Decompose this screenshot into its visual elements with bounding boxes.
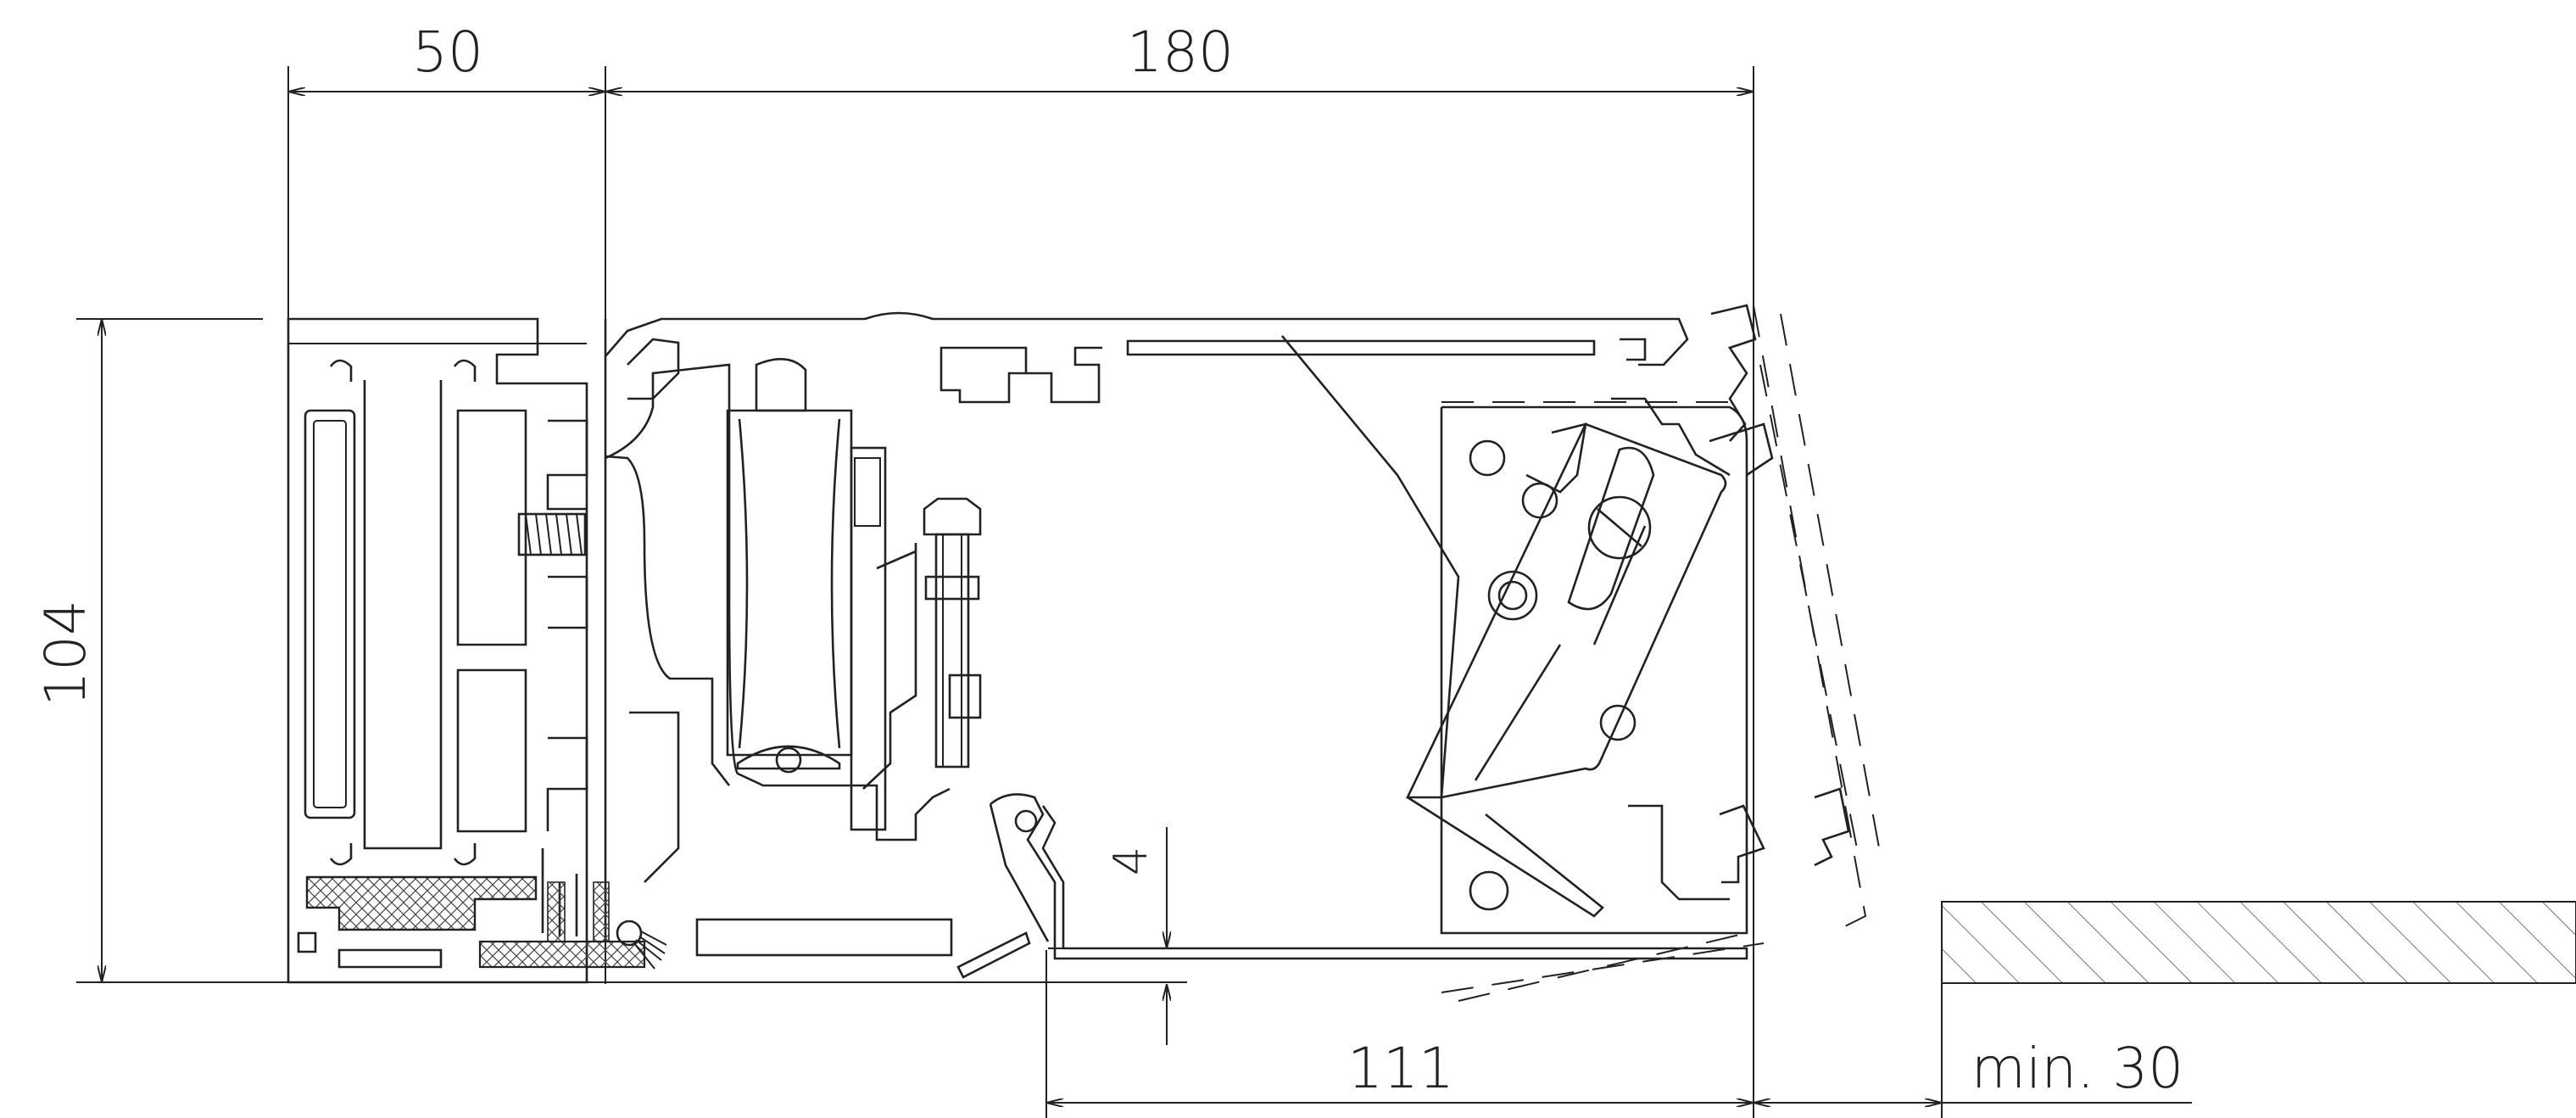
hook-profile — [956, 793, 1748, 979]
dimension-lines — [76, 66, 2192, 1118]
dimension-180: 180 — [1127, 20, 1234, 85]
dimension-4: 4 — [1104, 847, 1157, 875]
adjust-bolt — [923, 497, 982, 769]
track-profile — [605, 311, 1689, 957]
dimension-50: 50 — [412, 20, 483, 85]
frame-profile — [287, 317, 667, 984]
dimension-104: 104 — [33, 600, 98, 707]
wall-section — [1941, 901, 2576, 984]
roller-wheel — [726, 357, 887, 831]
dimension-min-30: min. 30 — [1971, 1036, 2183, 1101]
latch-assembly — [1280, 335, 1748, 935]
door-leaf-open — [1441, 304, 1882, 1002]
dimension-111: 111 — [1347, 1036, 1454, 1101]
